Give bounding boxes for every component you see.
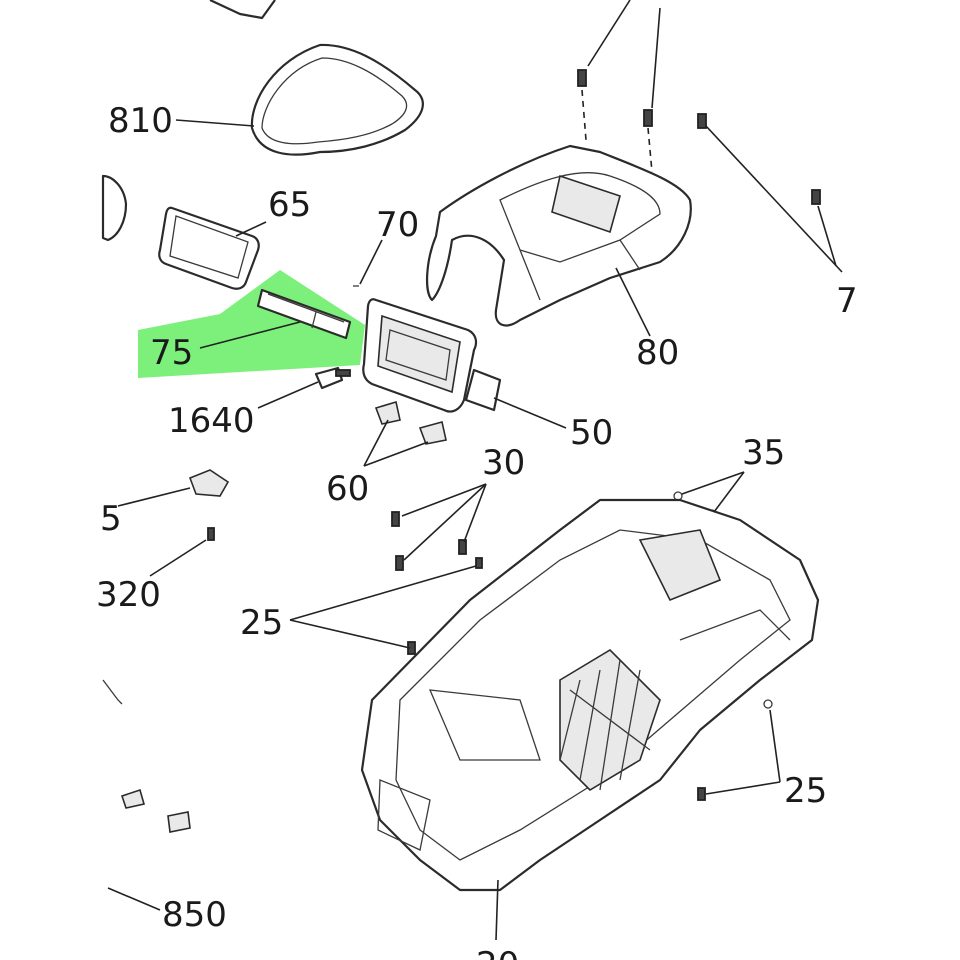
part-80-cover [425,144,692,327]
part-20-main-body [360,498,820,892]
callout-1640: 1640 [168,401,255,441]
callout-labels: 810 65 70 75 80 7 1640 50 60 30 35 5 320… [96,101,858,960]
callout-60: 60 [326,469,369,509]
part-75-strip[interactable] [256,288,352,340]
part-810-frame [250,43,424,156]
part-1640-fastener [314,366,351,390]
callout-70: 70 [376,205,419,245]
callout-65: 65 [268,185,311,225]
callout-75[interactable]: 75 [150,333,193,373]
part-75-highlight[interactable] [138,270,365,378]
left-edge-fragment [101,174,128,242]
bottom-left-fragments [102,679,191,833]
callout-7: 7 [836,281,858,321]
callout-320: 320 [96,575,161,615]
callout-20: 20 [476,945,519,960]
callout-25-right: 25 [784,771,827,811]
callout-810: 810 [108,101,173,141]
callout-30: 30 [482,443,525,483]
leader-lines [107,119,843,941]
top-left-part-fragment [209,0,276,20]
callout-850: 850 [162,895,227,935]
callout-25-left: 25 [240,603,283,643]
callout-80: 80 [636,333,679,373]
callout-5: 5 [100,499,122,539]
part-60-clips [374,400,447,445]
part-65-lens [158,206,260,290]
part-5-bracket [188,469,230,541]
right-screws [407,641,773,801]
callout-35: 35 [742,433,785,473]
part-50-housing [362,298,502,413]
top-screws [577,0,821,205]
callout-50: 50 [570,413,613,453]
